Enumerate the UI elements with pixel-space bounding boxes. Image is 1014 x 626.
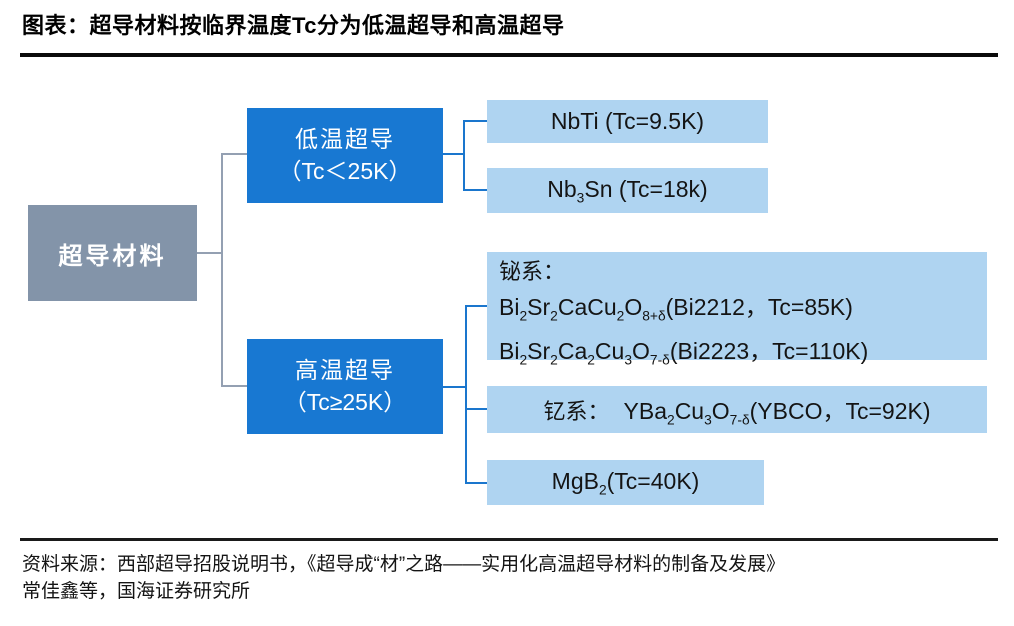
source-line1: 资料来源：西部超导招股说明书，《超导成“材”之路——实用化高温超导材料的制备及发… [22,554,786,575]
nbti-formula: NbTi (Tc=9.5K) [550,108,705,134]
node-high-temp-superconductor: 高温超导 （Tc≥25K） [247,339,443,434]
figure-title: 图表：超导材料按临界温度Tc分为低温超导和高温超导 [22,13,565,38]
node-yttrium-series: 钇系： YBa2Cu3O7-δ(YBCO，Tc=92K) [487,386,987,433]
connector-lowtemp-horizontal [443,153,463,155]
footer-divider [20,538,998,541]
source-note: 资料来源：西部超导招股说明书，《超导成“材”之路——实用化高温超导材料的制备及发… [22,551,997,605]
lowtemp-label-line1: 低温超导 [295,126,395,153]
connector-to-nbti [463,120,487,122]
connector-hightemp-vertical [465,305,467,484]
yttrium-series-label: 钇系： [543,399,610,425]
connector-to-yttrium [465,408,487,410]
node-nb3sn: Nb3Sn (Tc=18k) [487,168,768,213]
ybco-formula: YBa2Cu3O7-δ(YBCO，Tc=92K) [623,397,931,428]
title-divider [20,53,998,57]
lowtemp-label-line2: （Tc＜25K） [278,157,412,184]
connector-root-vertical [221,153,223,387]
connector-hightemp-horizontal [443,386,465,388]
connector-root-horizontal [197,252,222,254]
nb3sn-formula: Nb3Sn (Tc=18k) [547,175,708,206]
connector-to-mgb2 [465,482,487,484]
node-mgb2: MgB2(Tc=40K) [487,460,764,505]
node-bismuth-series: 铋系： Bi2Sr2CaCu2O8+δ(Bi2212，Tc=85K) Bi2Sr… [487,252,987,367]
bi2223-formula: Bi2Sr2Ca2Cu3O7-δ(Bi2223，Tc=110K) [499,337,869,368]
node-nbti: NbTi (Tc=9.5K) [487,100,768,143]
connector-lowtemp-vertical [463,120,465,191]
source-line2: 常佳鑫等，国海证券研究所 [22,581,251,602]
connector-to-nb3sn [463,189,487,191]
connector-to-lowtemp [221,153,247,155]
bi2212-formula: Bi2Sr2CaCu2O8+δ(Bi2212，Tc=85K) [499,294,853,324]
mgb2-formula: MgB2(Tc=40K) [551,467,700,498]
hightemp-label-line1: 高温超导 [295,357,395,384]
hightemp-label-line2: （Tc≥25K） [283,388,407,415]
connector-to-hightemp [221,385,247,387]
node-root-superconducting-materials: 超导材料 [28,205,197,301]
node-low-temp-superconductor: 低温超导 （Tc＜25K） [247,108,443,203]
connector-to-bismuth [465,305,487,307]
bismuth-series-label: 铋系： [499,260,566,285]
root-label: 超导材料 [58,240,167,270]
